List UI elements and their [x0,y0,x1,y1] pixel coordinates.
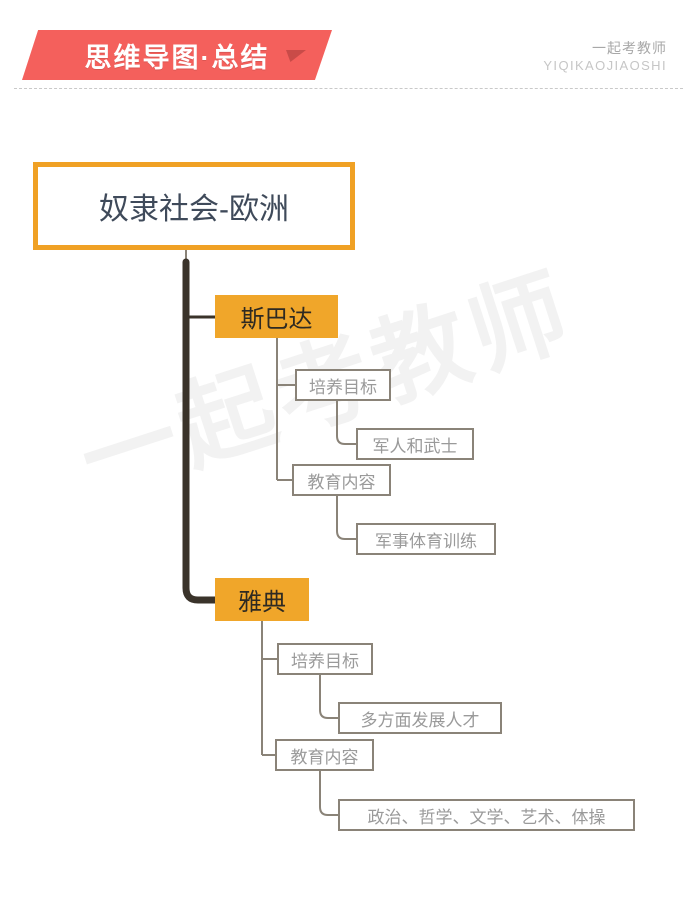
connector-leaf-0-0 [336,400,356,445]
section-banner: 思维导图·总结 [22,30,332,80]
mindmap-node-sparta-goal-label: 培养目标 [309,377,377,397]
mindmap-node-athens-content-label: 教育内容 [290,747,359,767]
brand-block: 一起考教师 YIQIKAOJIAOSHI [543,40,667,74]
connector-leaf-1-1 [319,770,338,816]
mindmap-node-sparta-content-detail-label: 军事体育训练 [375,531,477,551]
header-divider [14,88,683,89]
mindmap-node-athens-content[interactable]: 教育内容 [275,739,374,771]
mindmap-node-branch-athens-label: 雅典 [238,589,286,616]
mindmap-node-sparta-content[interactable]: 教育内容 [292,464,391,496]
brand-name-cn: 一起考教师 [592,40,667,56]
mindmap-node-sparta-goal-detail-label: 军人和武士 [372,436,458,456]
banner-title: 思维导图·总结 [84,42,270,73]
mindmap-node-athens-goal-detail-label: 多方面发展人才 [360,710,480,730]
mindmap-node-athens-goal[interactable]: 培养目标 [277,643,373,675]
mindmap-node-athens-content-detail[interactable]: 政治、哲学、文学、艺术、体操 [338,799,635,831]
mindmap-node-athens-goal-detail[interactable]: 多方面发展人才 [338,702,502,734]
mindmap-node-sparta-goal[interactable]: 培养目标 [295,369,391,401]
mindmap-node-sparta-goal-detail[interactable]: 军人和武士 [356,428,474,460]
mindmap-node-root[interactable]: 奴隶社会-欧洲 [33,162,355,250]
brand-name-en: YIQIKAOJIAOSHI [543,57,667,73]
connector-leaf-0-1 [336,495,356,540]
mindmap-node-root-label: 奴隶社会-欧洲 [99,193,289,226]
connector-trunk [182,258,219,604]
mindmap-node-athens-goal-label: 培养目标 [291,651,359,671]
mindmap-node-sparta-content-detail[interactable]: 军事体育训练 [356,523,496,555]
mindmap-node-athens-content-detail-label: 政治、哲学、文学、艺术、体操 [367,807,606,827]
banner-shape [22,30,332,80]
mindmap-node-branch-sparta[interactable]: 斯巴达 [215,295,338,338]
mindmap-node-branch-athens[interactable]: 雅典 [215,578,309,621]
connector-leaf-1-0 [319,675,338,719]
mindmap-node-sparta-content-label: 教育内容 [307,472,376,492]
mindmap-node-branch-sparta-label: 斯巴达 [240,306,313,333]
page-header: 思维导图·总结 一起考教师 YIQIKAOJIAOSHI [0,0,697,100]
